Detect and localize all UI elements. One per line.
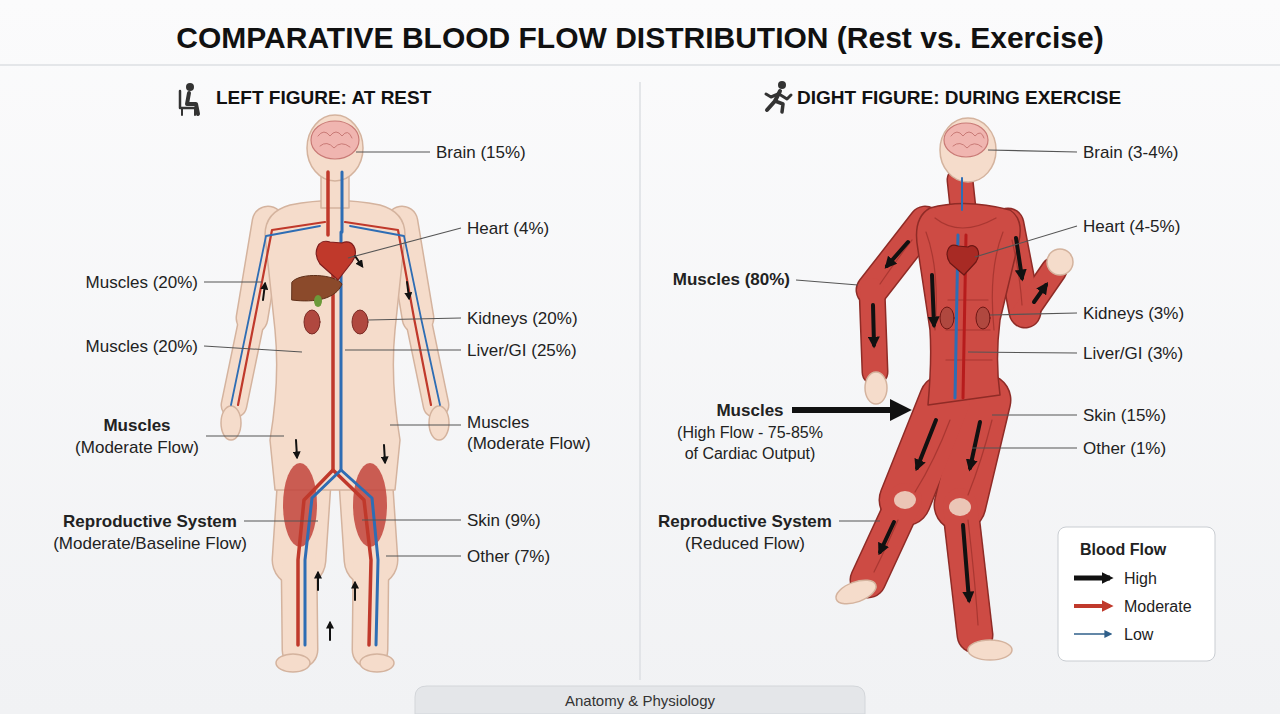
leader-lines — [204, 150, 1077, 556]
organ-label: Liver/GI (3%) — [1083, 343, 1183, 364]
frame — [0, 65, 1280, 714]
organ-label: Brain (3-4%) — [1083, 142, 1178, 163]
legend-heading: Blood Flow — [1080, 539, 1166, 560]
organ-label: Liver/GI (25%) — [467, 340, 577, 361]
resting-body — [221, 115, 449, 672]
organ-label: Muscles (Moderate Flow) — [467, 412, 602, 454]
panel-heading: DIGHT FIGURE: DURING EXERCISE — [797, 86, 1121, 109]
exercising-body — [833, 118, 1073, 660]
organ-label: Kidneys (3%) — [1083, 303, 1184, 324]
organ-label: Brain (15%) — [436, 142, 526, 163]
legend-text: Low — [1124, 624, 1153, 645]
organ-label: Kidneys (20%) — [467, 308, 578, 329]
panel-heading: LEFT FIGURE: AT REST — [216, 86, 431, 109]
organ-label: Reproductive System — [63, 511, 237, 532]
running-icon — [766, 81, 791, 112]
flow-note: (Moderate Flow) — [75, 437, 199, 458]
organ-label: Reproductive System — [658, 511, 832, 532]
legend-arrow — [1074, 604, 1110, 608]
organ-label: Heart (4-5%) — [1083, 216, 1180, 237]
organ-label: Other (1%) — [1083, 438, 1166, 459]
organ-label: Other (7%) — [467, 546, 550, 567]
callout-arrow — [792, 407, 903, 413]
legend-arrow — [1074, 576, 1110, 581]
organ-label: Muscles (20%) — [86, 336, 198, 357]
flow-note: (Reduced Flow) — [685, 533, 805, 554]
organ-label: Heart (4%) — [467, 218, 549, 239]
legend-text: Moderate — [1124, 596, 1192, 617]
sitting-icon — [180, 83, 198, 115]
organ-label: Muscles (80%) — [673, 269, 790, 290]
flow-note: (High Flow - 75-85% of Cardiac Output) — [671, 422, 829, 464]
organ-label: Muscles — [103, 415, 170, 436]
organ-label: Muscles — [716, 400, 783, 421]
legend-arrow — [1074, 633, 1110, 635]
diagram-title: COMPARATIVE BLOOD FLOW DISTRIBUTION (Res… — [176, 20, 1103, 56]
organ-label: Skin (9%) — [467, 510, 541, 531]
organ-label: Skin (15%) — [1083, 405, 1166, 426]
caption: Anatomy & Physiology — [565, 692, 715, 710]
legend-text: High — [1124, 568, 1157, 589]
organ-label: Muscles (20%) — [86, 272, 198, 293]
flow-note: (Moderate/Baseline Flow) — [53, 533, 247, 554]
